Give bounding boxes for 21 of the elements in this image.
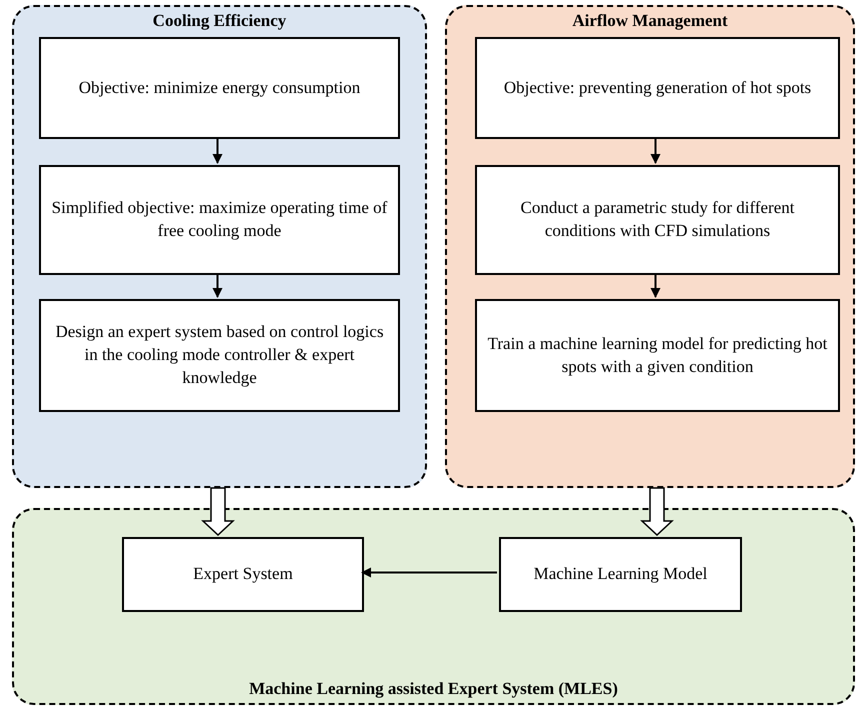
process-box: Machine Learning Model: [499, 537, 742, 612]
panel-title: Airflow Management: [571, 12, 729, 29]
process-box: Simplified objective: maximize operating time of free cooling mode: [39, 165, 400, 275]
process-box: Train a machine learning model for predicting hot spots with a given condition: [475, 299, 840, 412]
arrow: [361, 568, 497, 578]
block-arrow: [201, 487, 235, 536]
group-panel: [12, 5, 427, 488]
arrow: [212, 273, 222, 298]
group-panel: [445, 5, 855, 488]
process-box: Conduct a parametric study for different conditions with CFD simulations: [475, 165, 840, 275]
panel-title: Machine Learning assisted Expert System (MLES): [248, 680, 619, 697]
process-box: Objective: minimize energy consumption: [39, 37, 400, 139]
arrow: [650, 273, 660, 298]
process-box: Objective: preventing generation of hot spots: [475, 37, 840, 139]
arrow: [650, 137, 660, 164]
group-panel: [12, 508, 855, 705]
block-arrow: [640, 487, 674, 536]
process-box: Design an expert system based on control logics in the cooling mode controller & expert knowledge: [39, 299, 400, 412]
arrow: [212, 137, 222, 164]
process-box: Expert System: [122, 537, 364, 612]
panel-title: Cooling Efficiency: [152, 12, 288, 29]
